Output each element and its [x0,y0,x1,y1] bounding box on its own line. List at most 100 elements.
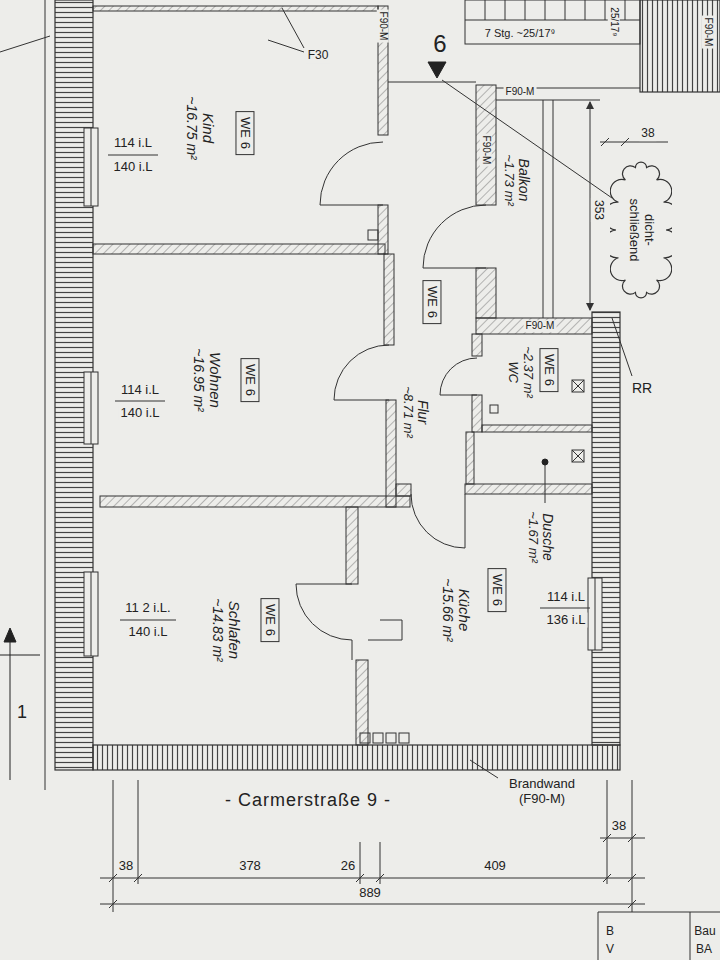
label-stack: Kind~16.75 m² [183,96,216,159]
plan-annotation: F30 [306,49,331,63]
plan-annotation: 7 Stg. ~25/17⁹ [483,27,557,40]
room-label: Wohnen [206,352,223,408]
interior-wall [472,334,482,356]
room-label: Kind [199,113,216,143]
window-symbol [84,372,98,444]
plan-annotation: RR [630,380,654,396]
unit-number: WE 6 [238,117,253,149]
unit-tag: WE 6 [261,598,280,642]
plan-annotation: 378 [237,859,263,874]
label-stack: Küche~15.66 m² [439,578,472,641]
leader-line [282,8,304,48]
interior-wall [93,244,385,254]
plan-annotation: 114 i.L [119,383,161,398]
stair-symbol [525,0,526,20]
interior-wall [396,484,411,496]
dimension-line [109,834,636,908]
interior-wall [356,660,368,745]
stair-symbol [485,0,486,20]
dimension-line [601,138,609,146]
plan-annotation: F90-M [524,320,557,332]
unit-tag: WE 6 [241,358,260,402]
plan-caption: 6 [431,30,448,58]
revision-cloud: dicht- schließend [610,160,672,300]
interior-wall [466,432,474,484]
plan-annotation: BA [694,943,714,957]
room-area: ~2.37 m²WCWE 6 [482,334,592,425]
label-stack: ~2.37 m²WC [505,346,535,398]
door-swing [423,205,486,268]
window-symbol [91,572,92,656]
plan-annotation: 38 [117,859,135,874]
window-symbol [84,128,98,206]
plan-caption: - Carmerstraße 9 - [223,790,393,811]
dimension-line [100,904,645,905]
stair-symbol [465,0,640,44]
room-label: ~1.73 m² [500,154,515,206]
note-text: dicht- schließend [626,199,656,262]
unit-number: WE 6 [243,364,258,396]
window-symbol [84,128,602,656]
stair-symbol [625,0,626,20]
title-block-line [598,912,599,960]
unit-tag: WE 6 [236,111,255,155]
marker-symbol [0,655,40,656]
plan-annotation: 140 i.L [111,160,154,175]
leader-line [268,40,304,52]
marker-symbol [4,628,16,642]
shaft-symbol [490,405,498,413]
title-block-line [690,912,691,960]
shaft-symbol [572,450,584,462]
plan-annotation: 889 [357,886,383,901]
room-area: Wohnen~16.95 m² WE 6 [93,254,384,496]
plan-annotation: 25/17⁹ [608,5,620,38]
shaft-symbol [572,380,584,392]
door-swing [320,142,383,205]
label-stack: Balkon~1.73 m² [500,154,531,206]
leader-line [612,318,632,376]
room-label: ~16.95 m² [190,348,206,411]
plan-annotation: V [604,943,616,957]
interior-wall [346,507,358,584]
unit-number: WE 6 [425,286,440,318]
balcony-railing [543,100,544,318]
window-fraction-line [108,155,590,620]
room-label: Flur [414,400,430,424]
window-fraction-line [120,620,176,621]
interior-wall [93,6,378,11]
dimension-line [138,780,139,884]
leader-line [0,36,50,52]
interior-wall [482,425,592,432]
stair-symbol [605,0,606,20]
shaft-symbol [360,733,370,743]
room-label: ~15.66 m² [439,578,455,641]
marker-symbol [0,62,548,780]
window-symbol [91,372,92,444]
shaft-symbol [368,230,378,240]
shaft-symbol [572,450,584,462]
dimension-line [100,878,645,879]
dimension-line [600,142,668,143]
plan-annotation: Brandwand (F90-M) [498,777,586,807]
marker-symbol [542,459,548,465]
label-stack: Schlafen~14.83 m² [209,598,242,661]
room-label: WC [505,361,520,383]
room-label: ~8.71 m² [399,386,414,438]
door-swing [296,584,402,660]
door-swing [296,142,486,660]
shaft-symbol [386,733,396,743]
door-swing [440,358,477,395]
window-symbol [595,578,596,650]
dimension-line [632,780,633,912]
window-symbol [91,128,92,206]
unit-tag: WE 6 [423,280,442,324]
interior-wall [100,496,410,507]
dimension-line [109,874,636,882]
outer-wall-band [640,0,720,92]
interior-wall [378,205,388,254]
balcony-railing [553,100,554,318]
room-area: Dusche~1.67 m² [474,432,592,484]
dimension-line [113,780,114,912]
outer-wall-band [55,0,720,770]
